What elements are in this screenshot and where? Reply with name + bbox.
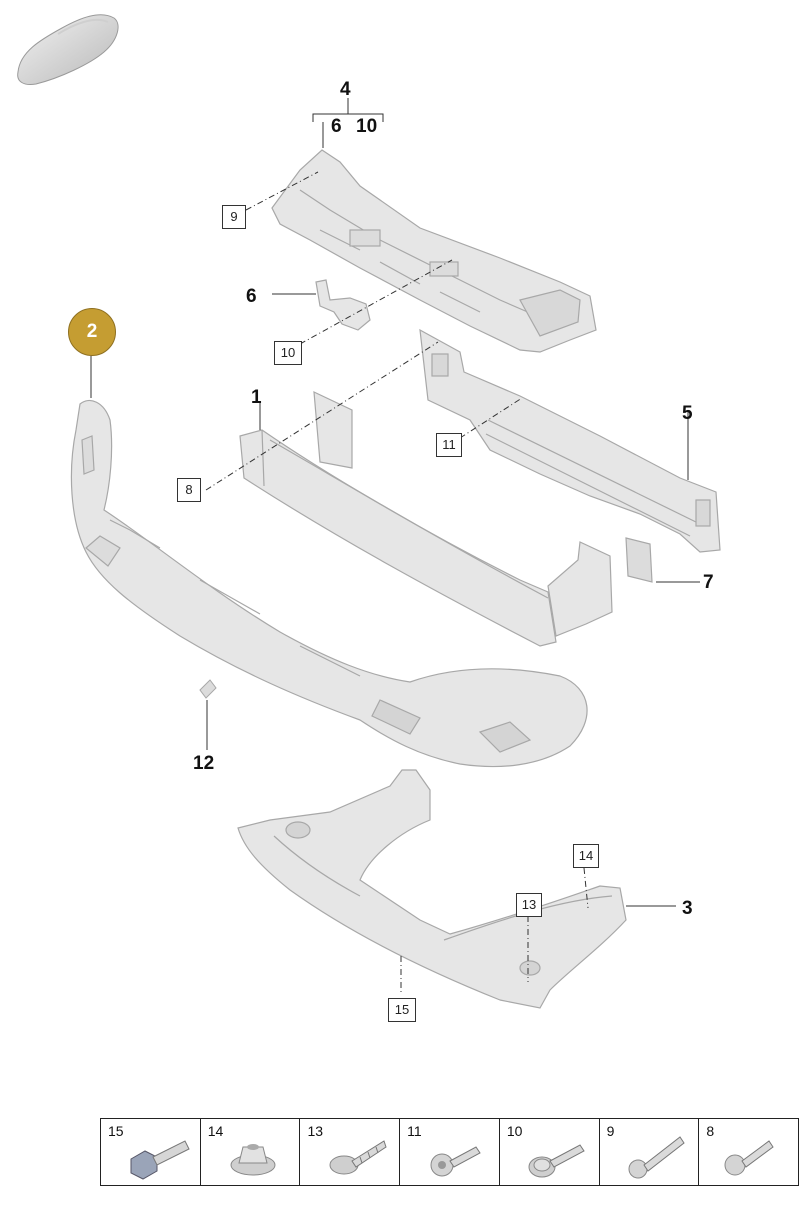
boxed-ref-13[interactable]: 13: [516, 893, 542, 917]
pad-part-7: [625, 537, 653, 583]
fastener-cell-10[interactable]: 10: [500, 1119, 600, 1185]
boxed-ref-15[interactable]: 15: [388, 998, 416, 1022]
callout-7[interactable]: 7: [703, 572, 714, 593]
fastener-number: 11: [407, 1123, 422, 1139]
boxed-ref-11[interactable]: 11: [436, 433, 462, 457]
self-tapping-screw-icon: [329, 1140, 388, 1175]
long-torx-bolt-icon: [628, 1136, 685, 1179]
callout-4[interactable]: 4: [340, 79, 351, 100]
torx-screw-icon: [724, 1140, 774, 1176]
fastener-cell-8[interactable]: 8: [699, 1119, 798, 1185]
fastener-number: 10: [506, 1123, 523, 1139]
fastener-number: 9: [606, 1123, 615, 1139]
boxed-ref-14[interactable]: 14: [573, 844, 599, 868]
bumper-cover-part-2: [70, 399, 588, 768]
torx-bolt-icon: [430, 1146, 481, 1177]
fastener-cell-15[interactable]: 15: [101, 1119, 201, 1185]
callout-5[interactable]: 5: [682, 403, 693, 424]
callout-1[interactable]: 1: [251, 387, 262, 408]
fastener-number: 8: [706, 1123, 715, 1139]
clip-part-12: [199, 679, 217, 699]
callout-6[interactable]: 6: [246, 286, 257, 307]
highlighted-part-badge[interactable]: 2: [68, 308, 116, 356]
fastener-cell-9[interactable]: 9: [600, 1119, 700, 1185]
fastener-cell-14[interactable]: 14: [201, 1119, 301, 1185]
fastener-cell-13[interactable]: 13: [300, 1119, 401, 1185]
lower-support-part-3: [237, 769, 627, 1009]
flange-nut-icon: [230, 1144, 276, 1176]
vehicle-thumbnail-icon: [17, 14, 119, 85]
callout-4-sub-6[interactable]: 6: [331, 116, 342, 137]
washer-bolt-icon: [528, 1144, 585, 1178]
callout-4-sub-10[interactable]: 10: [356, 116, 378, 137]
boxed-ref-8[interactable]: 8: [177, 478, 201, 502]
boxed-ref-10[interactable]: 10: [274, 341, 302, 365]
leader-lines: [90, 98, 700, 907]
fastener-number: 13: [307, 1123, 324, 1139]
fastener-cell-11[interactable]: 11: [400, 1119, 500, 1185]
upper-carrier-part-4: [271, 149, 597, 353]
bracket-part-6: [315, 279, 371, 331]
fastener-table: 15 14 13 11 10: [100, 1118, 799, 1186]
dash-dot-lines: [205, 171, 589, 994]
impact-beam-part-5: [419, 328, 721, 553]
boxed-ref-9[interactable]: 9: [222, 205, 246, 229]
flange-bolt-icon: [130, 1140, 190, 1180]
crash-beam-part-1: [239, 391, 613, 647]
callout-12[interactable]: 12: [193, 753, 215, 774]
callout-3[interactable]: 3: [682, 898, 693, 919]
fastener-number: 15: [108, 1123, 124, 1139]
fastener-number: 14: [207, 1123, 224, 1139]
